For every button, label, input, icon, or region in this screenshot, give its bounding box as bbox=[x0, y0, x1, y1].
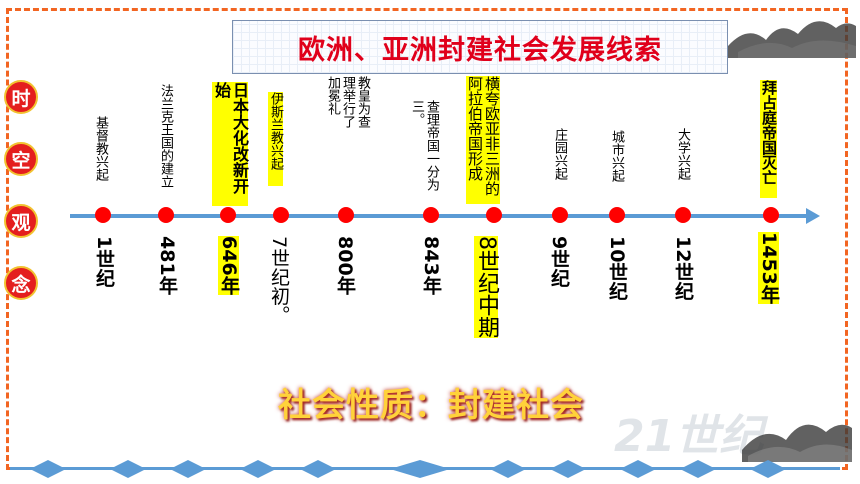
event-label-11: 拜占庭帝国灭亡 bbox=[760, 80, 778, 198]
event-date-7: 8世纪中期 bbox=[474, 236, 499, 338]
side-badge-1: 时 bbox=[4, 80, 38, 114]
event-date-1: 1世纪 bbox=[93, 236, 115, 288]
event-date-2: 481年 bbox=[156, 236, 178, 295]
timeline-axis bbox=[70, 214, 810, 218]
timeline-dot-8 bbox=[552, 207, 568, 223]
timeline-dot-10 bbox=[675, 207, 691, 223]
event-label-7: 横夸欧亚非三洲的阿拉伯帝国形成 bbox=[466, 76, 501, 204]
timeline-dot-5 bbox=[338, 207, 354, 223]
event-label-2: 法兰克王国的建立 bbox=[158, 84, 173, 188]
ink-landscape-icon-bottom bbox=[742, 424, 852, 462]
watermark-text: 21世纪 bbox=[614, 411, 764, 462]
side-badge-2: 空 bbox=[4, 142, 38, 176]
event-date-4: 7世纪初。 bbox=[268, 236, 290, 325]
event-date-11: 1453年 bbox=[758, 232, 780, 304]
event-date-6: 843年 bbox=[420, 236, 442, 295]
event-date-9: 10世纪 bbox=[606, 236, 628, 301]
bottom-decor-strip bbox=[10, 460, 840, 478]
event-label-4: 伊斯兰教兴起 bbox=[268, 92, 283, 186]
timeline-dot-1 bbox=[95, 207, 111, 223]
event-label-9: 城市兴起 bbox=[609, 130, 624, 182]
ink-landscape-icon-top bbox=[728, 21, 856, 58]
event-label-5: 教皇为查理举行了加冕礼 bbox=[325, 76, 370, 128]
timeline-dot-11 bbox=[763, 207, 779, 223]
event-date-5: 800年 bbox=[334, 236, 356, 295]
timeline-dot-4 bbox=[273, 207, 289, 223]
event-label-8: 庄园兴起 bbox=[552, 128, 567, 180]
side-badge-4: 念 bbox=[4, 266, 38, 300]
event-date-3: 646年 bbox=[218, 236, 240, 295]
social-nature-banner: 社会性质：封建社会 bbox=[278, 385, 584, 424]
event-label-6: 查理帝国一分为三。 bbox=[409, 100, 439, 191]
event-label-10: 大学兴起 bbox=[675, 128, 690, 180]
page-title: 欧洲、亚洲封建社会发展线索 bbox=[298, 34, 662, 66]
timeline-dot-7 bbox=[486, 207, 502, 223]
timeline-dot-3 bbox=[220, 207, 236, 223]
timeline-dot-2 bbox=[158, 207, 174, 223]
title-scroll: 欧洲、亚洲封建社会发展线索 bbox=[232, 20, 728, 74]
event-label-1: 基督教兴起 bbox=[93, 116, 108, 181]
timeline-dot-6 bbox=[423, 207, 439, 223]
side-badge-3: 观 bbox=[4, 204, 38, 238]
timeline-arrow-icon bbox=[806, 208, 820, 224]
timeline-dot-9 bbox=[609, 207, 625, 223]
event-date-10: 12世纪 bbox=[672, 236, 694, 301]
event-date-8: 9世纪 bbox=[548, 236, 570, 288]
event-label-3: 日本大化改新开始 bbox=[212, 82, 249, 206]
